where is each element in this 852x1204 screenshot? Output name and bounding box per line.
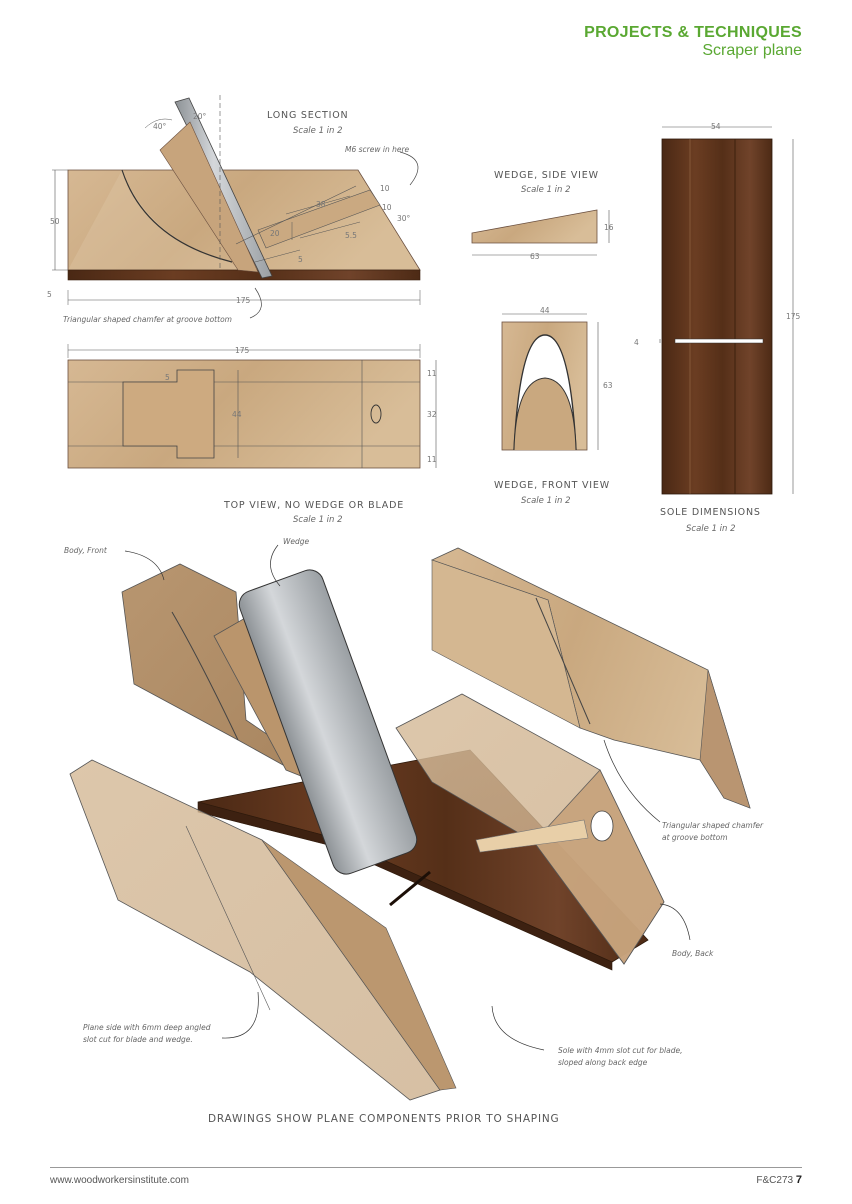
sole-drawing (659, 126, 794, 495)
label-chamfer-line1: Triangular shaped chamfer (662, 821, 764, 830)
top-dim-11a: 11 (427, 369, 437, 378)
wedge-front-dim-44: 44 (540, 306, 550, 315)
dim-5: 5 (298, 255, 303, 264)
page-number: 7 (795, 1174, 802, 1186)
dim-20: 20 (270, 229, 280, 238)
dim-length-175: 175 (236, 296, 251, 305)
long-section-title: LONG SECTION (267, 110, 348, 121)
sole-dim-54: 54 (711, 122, 721, 131)
sole-title: SOLE DIMENSIONS (660, 507, 761, 518)
article-subtitle: Scraper plane (702, 42, 802, 59)
top-view-scale: Scale 1 in 2 (293, 515, 343, 525)
wedge-front-dim-63: 63 (603, 381, 613, 390)
label-sole-line1: Sole with 4mm slot cut for blade, (558, 1046, 683, 1055)
dim-height-50: 50 (50, 217, 60, 226)
long-section-scale: Scale 1 in 2 (293, 126, 343, 136)
dim-angle-20: 20° (193, 112, 207, 121)
wedge-side-title: WEDGE, SIDE VIEW (494, 170, 599, 181)
sole-scale: Scale 1 in 2 (686, 524, 736, 534)
top-dim-44: 44 (232, 410, 242, 419)
top-view-title: TOP VIEW, NO WEDGE OR BLADE (223, 500, 404, 511)
label-chamfer-line2: at groove bottom (662, 833, 728, 842)
wedge-front-scale: Scale 1 in 2 (521, 496, 571, 506)
issue-number: F&C273 (756, 1175, 794, 1186)
chamfer-note: Triangular shaped chamfer at groove bott… (63, 315, 232, 324)
long-section-drawing (52, 95, 421, 319)
dim-10a: 10 (380, 184, 390, 193)
wedge-front-drawing (501, 313, 599, 451)
wedge-side-dim-16: 16 (604, 223, 614, 232)
label-side-line1: Plane side with 6mm deep angled (83, 1023, 211, 1032)
wedge-front-title: WEDGE, FRONT VIEW (494, 480, 610, 491)
exploded-view (69, 544, 751, 1101)
label-sole-line2: sloped along back edge (558, 1058, 648, 1067)
top-view-drawing (67, 344, 437, 469)
top-dim-32: 32 (427, 410, 437, 419)
top-dim-11b: 11 (427, 455, 437, 464)
footer-divider (50, 1167, 802, 1168)
sole-dim-4: 4 (634, 338, 639, 347)
footer-url: www.woodworkersinstitute.com (50, 1175, 189, 1186)
dim-angle-40: 40° (153, 122, 167, 131)
dim-10b: 10 (382, 203, 392, 212)
label-body-front: Body, Front (64, 546, 108, 555)
screw-note: M6 screw in here (345, 145, 410, 154)
footer-issue: F&C273 7 (756, 1174, 802, 1186)
exploded-caption: DRAWINGS SHOW PLANE COMPONENTS PRIOR TO … (208, 1113, 559, 1125)
dim-5-5: 5.5 (345, 231, 357, 240)
dim-38: 38 (316, 200, 326, 209)
dim-angle-30: 30° (397, 214, 411, 223)
dim-height-5: 5 (47, 290, 52, 299)
wedge-side-dim-63: 63 (530, 252, 540, 261)
label-side-line2: slot cut for blade and wedge. (83, 1035, 193, 1044)
sole-dim-175: 175 (786, 312, 801, 321)
wedge-side-scale: Scale 1 in 2 (521, 185, 571, 195)
wedge-side-drawing (471, 209, 610, 256)
label-wedge: Wedge (283, 537, 310, 546)
section-category: PROJECTS & TECHNIQUES (584, 24, 802, 41)
top-dim-175: 175 (235, 346, 250, 355)
label-body-back: Body, Back (672, 949, 714, 958)
top-dim-5: 5 (165, 373, 170, 382)
